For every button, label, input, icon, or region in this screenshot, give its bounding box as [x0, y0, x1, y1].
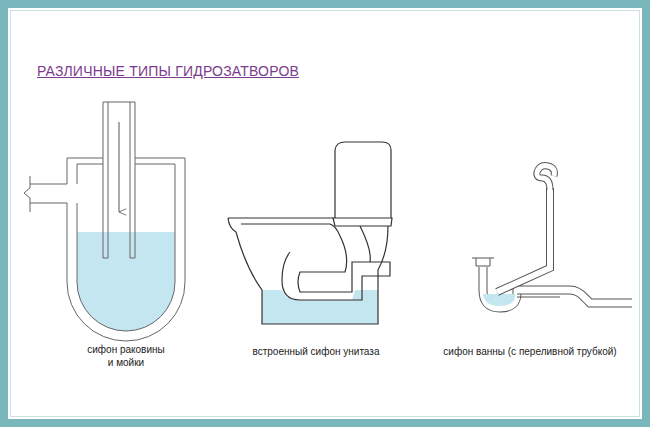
water [262, 290, 378, 324]
bath-trap [472, 166, 632, 308]
diagram-title: РАЗЛИЧНЫЕ ТИПЫ ГИДРОЗАТВОРОВ [37, 63, 299, 79]
caption: сифон ванны (с переливной трубкой) [430, 345, 630, 358]
water [77, 232, 175, 331]
caption: сифон раковины и мойки [84, 343, 168, 369]
toilet [228, 142, 392, 324]
caption: встроенный сифон унитаза [226, 345, 406, 358]
sink-trap [24, 102, 185, 341]
water [483, 294, 515, 306]
